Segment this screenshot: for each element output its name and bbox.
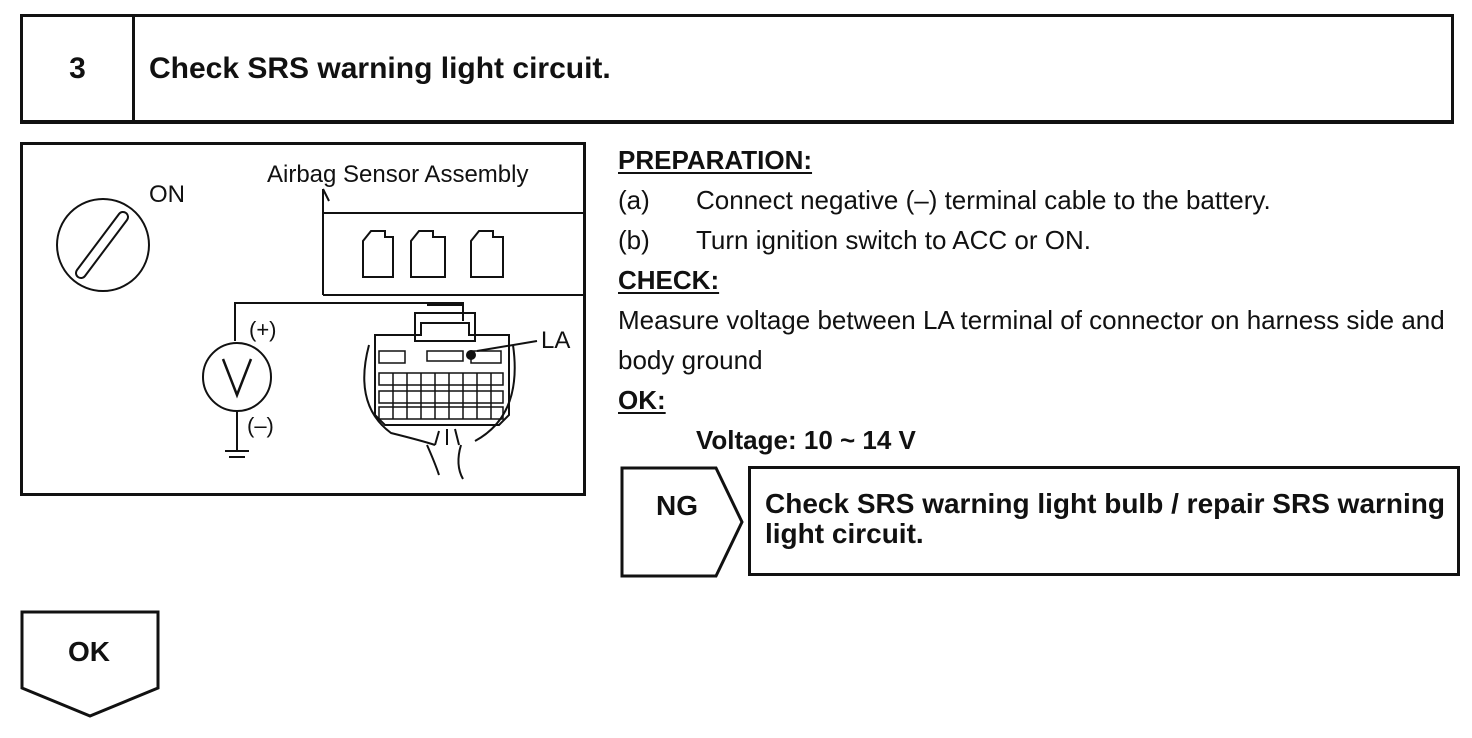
ignition-on-label: ON: [149, 181, 185, 208]
step-header: 3 Check SRS warning light circuit.: [20, 14, 1454, 124]
ok-arrow-icon: [20, 610, 160, 718]
voltage-spec: Voltage: 10 ~ 14 V: [696, 425, 916, 455]
step-letter: (b): [618, 225, 650, 255]
step-text: Turn ignition switch to ACC or ON.: [696, 225, 1091, 255]
ok-label: OK: [68, 636, 110, 667]
ignition-switch-icon: [56, 198, 150, 292]
circuit-diagram: [56, 188, 583, 480]
preparation-heading: PREPARATION:: [618, 145, 813, 175]
ng-label: NG: [656, 490, 698, 521]
check-heading: CHECK:: [618, 265, 720, 295]
voltmeter-icon: [202, 342, 272, 451]
assembly-label: Airbag Sensor Assembly: [267, 161, 529, 188]
step-letter: (a): [618, 185, 650, 215]
harness-connector-icon: [363, 304, 538, 480]
ng-arrow-icon: [620, 466, 744, 578]
step-number: 3: [23, 17, 135, 120]
check-text: Measure voltage between LA terminal of c…: [618, 305, 1445, 375]
positive-probe-label: (+): [249, 317, 277, 342]
preparation-step: (a) Connect negative (–) terminal cable …: [618, 180, 1464, 220]
ng-result-box: Check SRS warning light bulb / repair SR…: [748, 466, 1460, 576]
ok-heading: OK:: [618, 385, 666, 415]
terminal-la-label: LA: [541, 327, 571, 354]
step-title: Check SRS warning light circuit.: [149, 51, 611, 85]
ground-icon: [225, 450, 249, 458]
procedure-text: PREPARATION: (a) Connect negative (–) te…: [618, 140, 1464, 460]
sensor-assembly-icon: [322, 188, 583, 296]
negative-probe-label: (–): [247, 413, 274, 438]
circuit-illustration: ON Airbag Sensor Assembly LA (+) (–): [20, 142, 586, 496]
preparation-step: (b) Turn ignition switch to ACC or ON.: [618, 220, 1464, 260]
step-text: Connect negative (–) terminal cable to t…: [696, 185, 1271, 215]
